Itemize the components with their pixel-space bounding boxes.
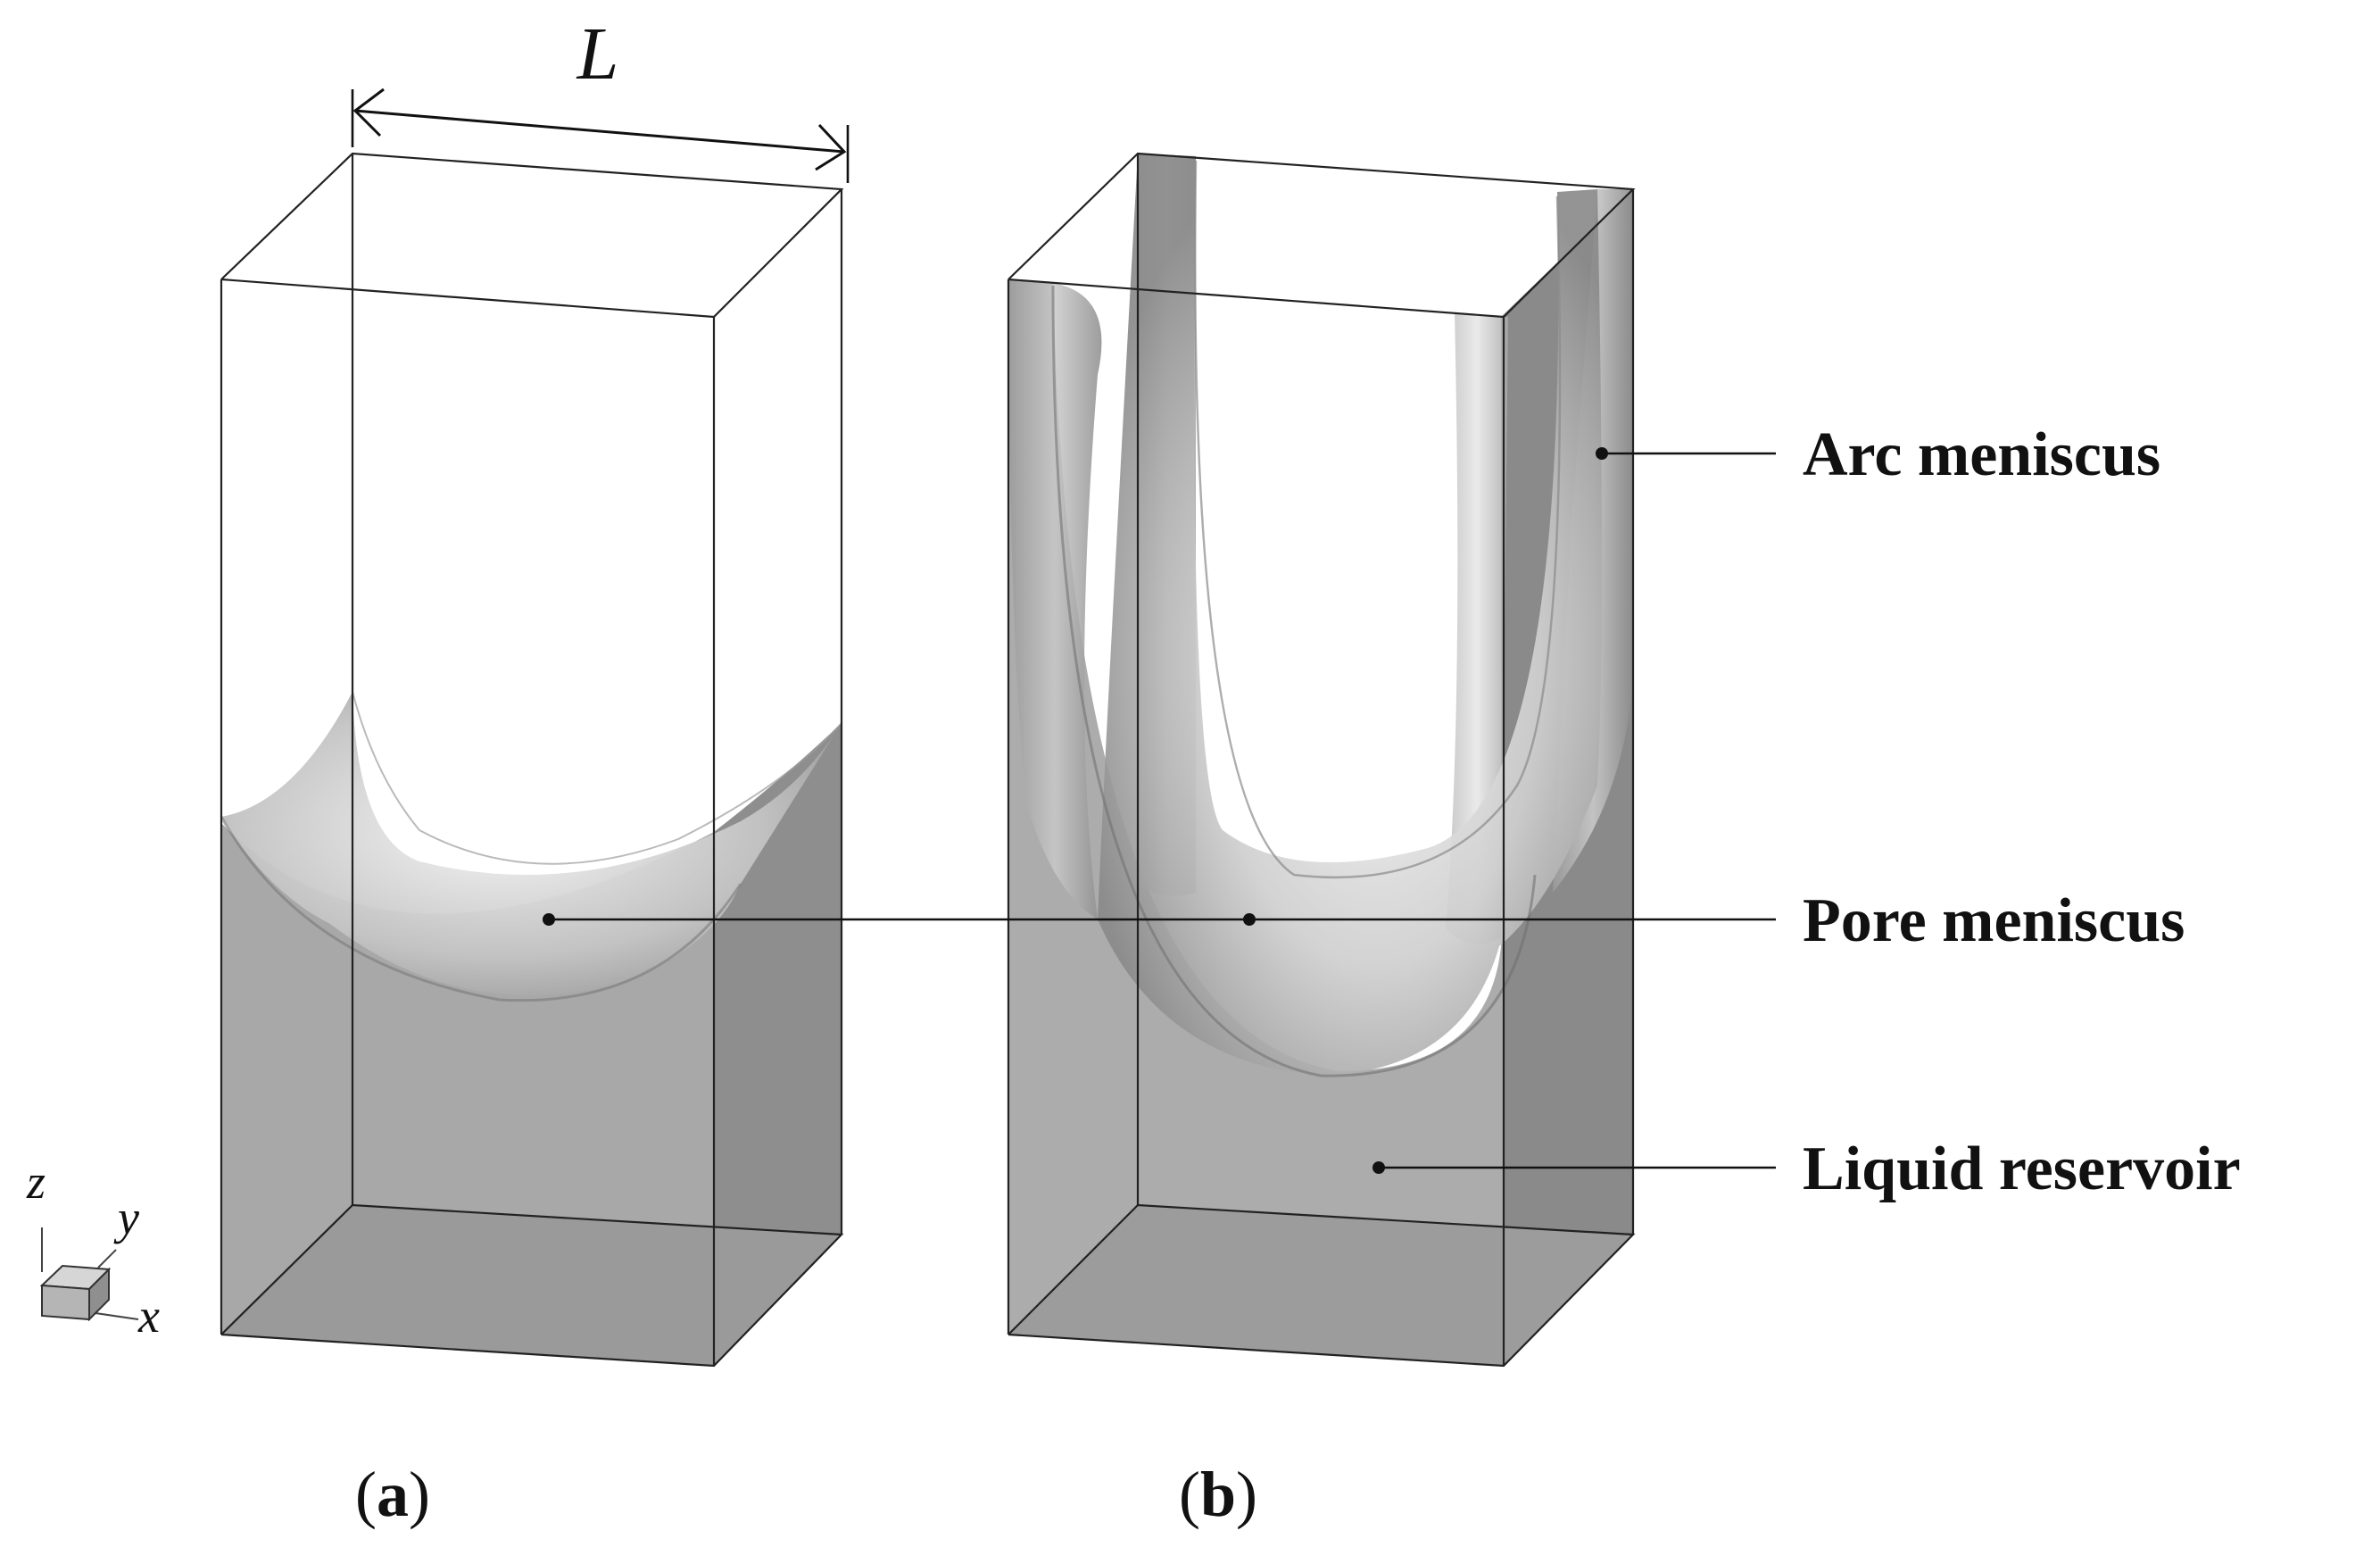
panel-a-liquid-right — [714, 723, 842, 1366]
panel-b-liquid-front — [1008, 279, 1504, 1366]
panel-a-label: (a) — [355, 1459, 430, 1530]
panel-b-liquid-bottom — [1008, 1205, 1633, 1366]
dimension-arrow — [351, 87, 850, 183]
panel-a-liquid-bottom — [221, 1205, 842, 1366]
dimension-label: L — [576, 12, 619, 96]
arc-meniscus-label: Arc meniscus — [1803, 420, 2160, 489]
axis-x-label: x — [137, 1289, 160, 1343]
liquid-reservoir-label: Liquid reservoir — [1803, 1135, 2241, 1203]
panel-b-box — [1007, 152, 1636, 1368]
callout-pore-meniscus — [543, 913, 1776, 926]
callout-liquid-reservoir — [1372, 1161, 1776, 1174]
pore-meniscus-label: Pore meniscus — [1803, 886, 2185, 955]
panel-b-pore-meniscus — [1098, 154, 1602, 1076]
callout-arc-meniscus — [1596, 447, 1776, 460]
axis-y-label: y — [113, 1191, 139, 1244]
panel-b-arc-meniscus-front-left — [1008, 279, 1102, 919]
panel-a-box — [220, 152, 844, 1368]
panel-b-label: (b) — [1179, 1459, 1257, 1530]
axis-triad — [39, 1227, 139, 1322]
axis-z-label: z — [26, 1155, 46, 1209]
